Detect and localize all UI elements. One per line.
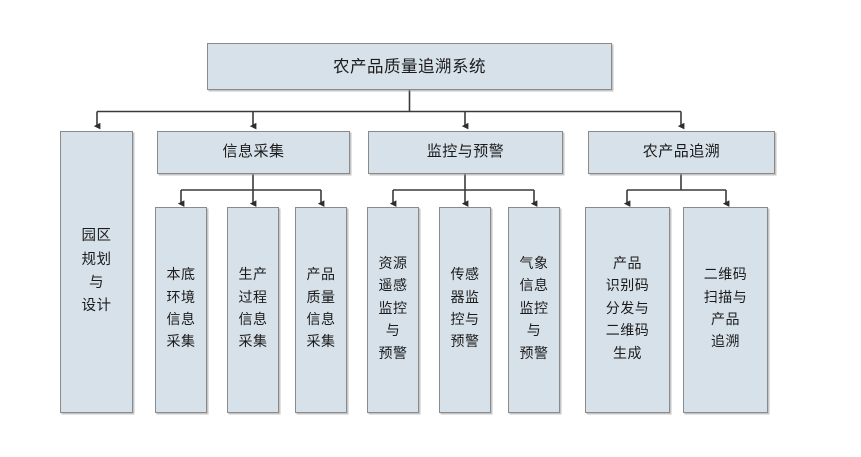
node-product-quality-collection-label: 产品 质量 信息 采集 [306,268,336,351]
node-weather-information-monitoring[interactable]: 气象 信息 监控 与 预警 [508,207,560,413]
node-resource-remote-sensing-monitoring-label: 资源 遥感 监控 与 预警 [378,257,408,362]
node-product-quality-collection[interactable]: 产品 质量 信息 采集 [295,207,347,413]
node-qr-code-scan-traceability-label: 二维码 扫描与 产品 追溯 [703,268,748,351]
node-sensor-monitoring-label: 传感 器监 控与 预警 [450,268,480,351]
node-park-planning-label: 园区 规划 与 设计 [81,228,112,315]
node-product-traceability-label: 农产品追溯 [642,143,721,160]
node-information-collection[interactable]: 信息采集 [157,131,350,174]
node-baseline-environment-collection-label: 本底 环境 信息 采集 [166,268,196,351]
node-monitoring-warning-label: 监控与预警 [426,143,505,160]
node-product-traceability[interactable]: 农产品追溯 [588,131,775,174]
node-production-process-collection[interactable]: 生产 过程 信息 采集 [227,207,279,413]
node-park-planning[interactable]: 园区 规划 与 设计 [60,131,133,413]
node-root-label: 农产品质量追溯系统 [333,56,486,76]
node-product-id-code-distribution[interactable]: 产品 识别码 分发与 二维码 生成 [585,207,670,413]
node-resource-remote-sensing-monitoring[interactable]: 资源 遥感 监控 与 预警 [367,207,419,413]
node-product-id-code-distribution-label: 产品 识别码 分发与 二维码 生成 [605,257,650,362]
node-sensor-monitoring[interactable]: 传感 器监 控与 预警 [439,207,491,413]
node-information-collection-label: 信息采集 [222,143,285,160]
node-production-process-collection-label: 生产 过程 信息 采集 [238,268,268,351]
node-weather-information-monitoring-label: 气象 信息 监控 与 预警 [519,257,549,362]
node-monitoring-warning[interactable]: 监控与预警 [368,131,563,174]
node-baseline-environment-collection[interactable]: 本底 环境 信息 采集 [155,207,207,413]
node-root[interactable]: 农产品质量追溯系统 [207,43,612,90]
node-qr-code-scan-traceability[interactable]: 二维码 扫描与 产品 追溯 [683,207,768,413]
